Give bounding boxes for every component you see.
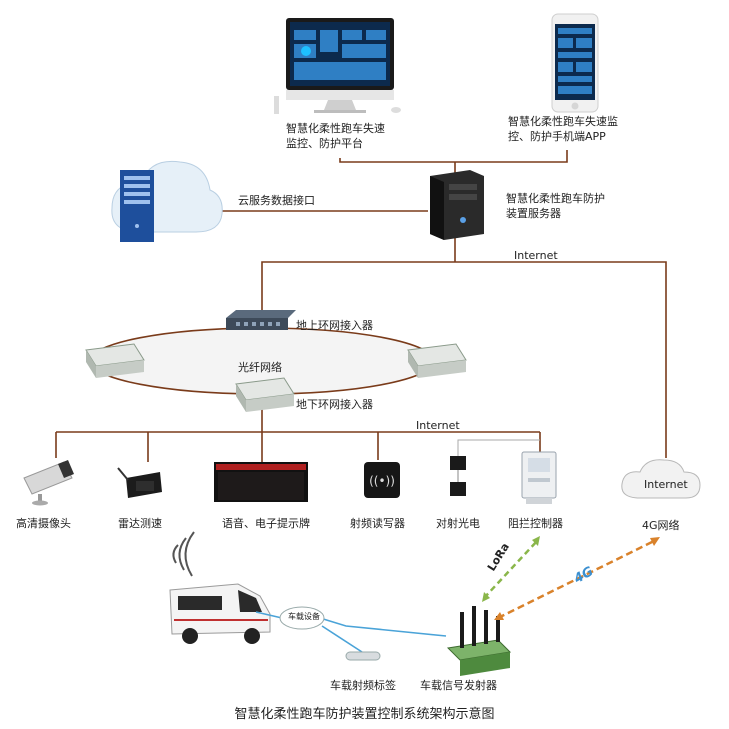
van-icon [169,583,271,644]
cloud-server-icon [111,160,223,242]
internet-label-devices: Internet [416,419,460,432]
fiber-network-label: 光纤网络 [238,361,282,374]
ring-unit-right-icon [407,343,467,378]
platform-app-link [339,150,568,163]
net-4g-label: 4G网络 [642,519,680,532]
internet-bus [261,261,667,458]
vehicle-bubble-label: 车载设备 [288,612,320,621]
platform-label: 智慧化柔性跑车失速监控、防护平台 [286,122,385,150]
camera-icon [23,460,74,506]
rf-tag-label: 车载射频标签 [330,679,396,692]
radar-icon [117,467,162,498]
device-label-photoelectric: 对射光电 [436,517,480,530]
monitor-icon [274,18,401,114]
signal-waves-icon [172,531,195,577]
ground-access-label: 地上环网接入器 [296,319,373,332]
ring-unit-left-icon [85,343,145,378]
lora-link-arrow [482,536,540,602]
photoelectric-icon [450,456,466,496]
device-label-radar: 雷达测速 [118,517,162,530]
g4-link-arrow [494,537,660,620]
device-label-barrier: 阻拦控制器 [508,517,563,530]
server-label: 智慧化柔性跑车防护装置服务器 [506,192,605,220]
device-label-camera: 高清摄像头 [16,517,71,530]
led-sign-icon [214,462,308,502]
cloud-interface-label: 云服务数据接口 [238,194,315,207]
internet-cloud-icon [621,459,701,499]
ring-unit-underground-icon [235,377,295,412]
internet-label-top: Internet [514,249,558,262]
phone-icon [551,13,599,113]
device-label-sign: 语音、电子提示牌 [222,517,310,530]
device-label-rfid: 射频读写器 [350,517,405,530]
vehicle-bubble-icon [279,606,325,630]
signal-transmitter-icon [446,606,512,676]
vehicle-links [255,611,447,653]
transmitter-label: 车载信号发射器 [420,679,497,692]
internet-cloud-label: Internet [644,478,688,491]
server-tower-icon [430,170,484,240]
rf-tag-icon [345,651,381,661]
rfid-reader-icon: ((•)) [364,462,400,498]
ground-switch-icon [226,310,296,330]
barrier-controller-icon [521,451,557,504]
app-label: 智慧化柔性跑车失速监控、防护手机端APP [508,115,618,143]
diagram-title: 智慧化柔性跑车防护装置控制系统架构示意图 [234,707,495,722]
underground-access-label: 地下环网接入器 [296,398,373,411]
svg-text:((•)): ((•)) [369,474,395,488]
